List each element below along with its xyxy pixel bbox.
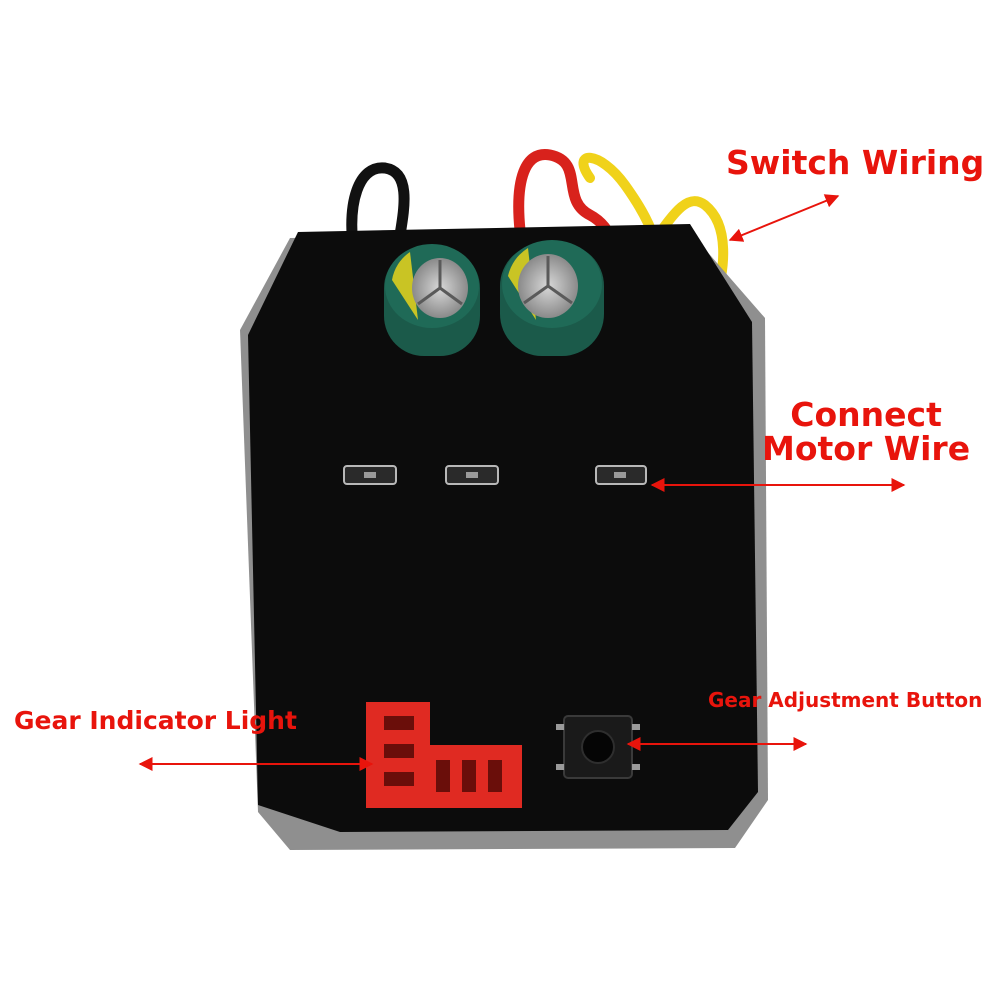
connect-motor-wire-line1: Connect [790, 395, 942, 434]
motor-terminal [343, 465, 397, 485]
gear-indicator-connector [366, 702, 522, 808]
motor-terminals [343, 465, 647, 485]
gear-indicator-light-label: Gear Indicator Light [14, 706, 297, 735]
gear-adjustment-button-label: Gear Adjustment Button [708, 688, 983, 712]
capacitor-left [384, 244, 480, 356]
connect-motor-wire-line2: Motor Wire [762, 429, 971, 468]
black-wire [346, 162, 410, 266]
motor-terminal [595, 465, 647, 485]
switch-wiring-label: Switch Wiring [726, 143, 985, 182]
capacitor-right [500, 240, 604, 356]
gear-adjustment-button [556, 715, 640, 779]
connect-motor-wire-label: Connect Motor Wire [762, 398, 970, 466]
motor-terminal [445, 465, 499, 485]
switch-wiring-arrow [728, 194, 840, 242]
annotation-arrows [138, 194, 906, 771]
board-body [248, 224, 758, 832]
